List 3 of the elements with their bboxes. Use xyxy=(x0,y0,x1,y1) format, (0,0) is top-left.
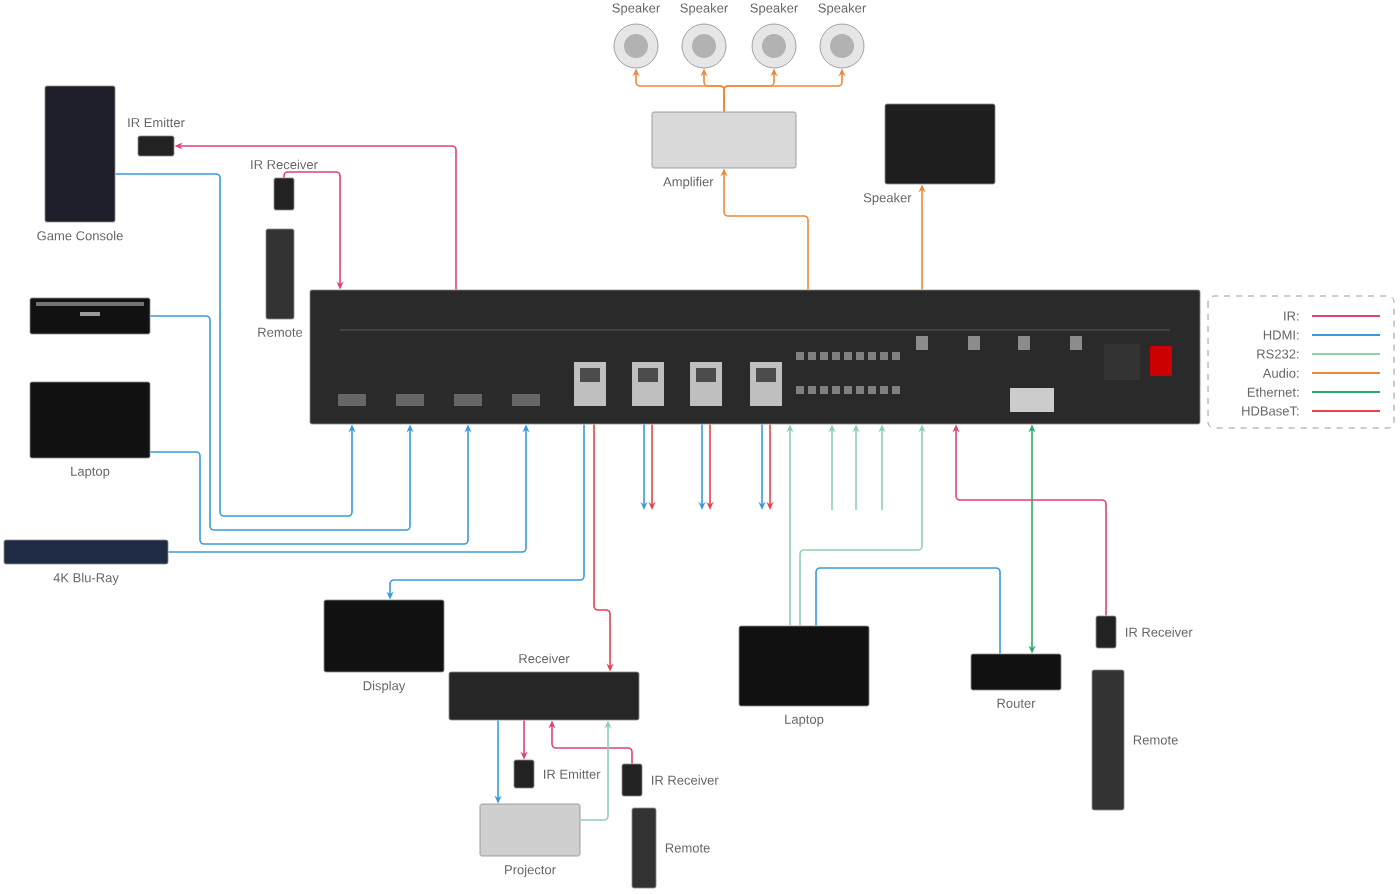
cable xyxy=(815,567,1001,655)
matrix-switcher-drawing xyxy=(309,289,1201,425)
media-player xyxy=(29,297,151,335)
